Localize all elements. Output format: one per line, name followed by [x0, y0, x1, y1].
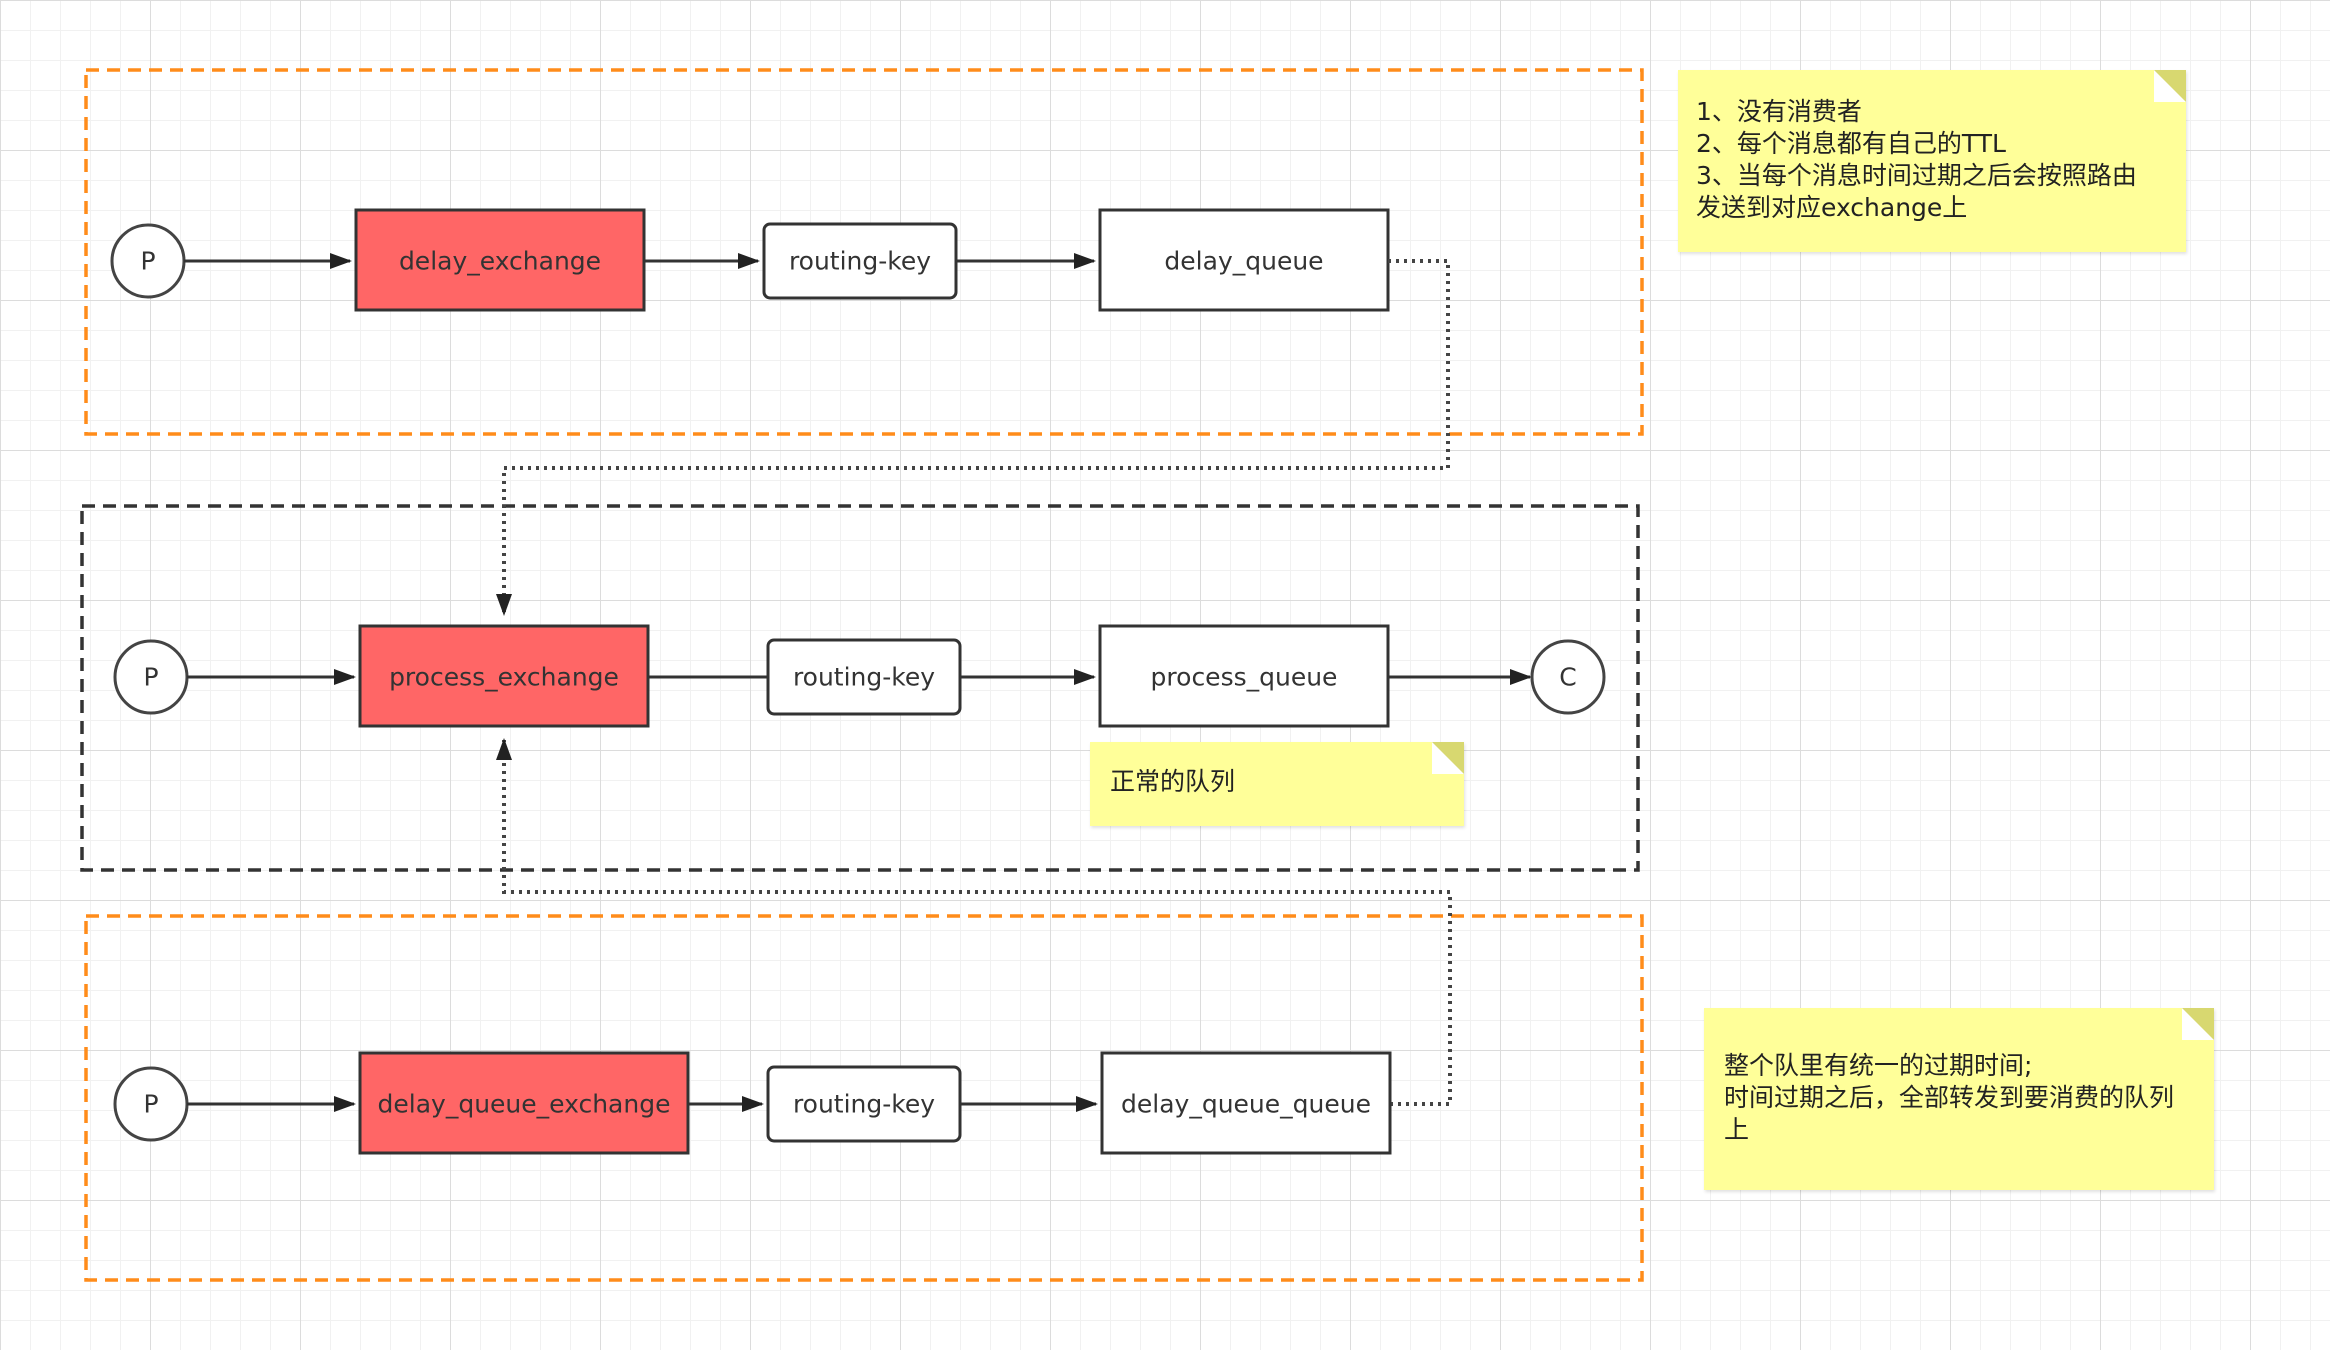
dead-letter-edge-top — [496, 259, 1450, 616]
note-middle: 正常的队列 — [1090, 742, 1464, 826]
producer-label-row1: P — [140, 247, 155, 276]
queue-label-delay: delay_queue — [1164, 247, 1323, 276]
note-fold-icon — [1432, 742, 1464, 774]
note-bottom-right: 整个队里有统一的过期时间; 时间过期之后，全部转发到要消费的队列 上 — [1704, 1008, 2214, 1190]
producer-label-row2: P — [143, 663, 158, 692]
note-top-right-text: 1、没有消费者 2、每个消息都有自己的TTL 3、当每个消息时间过期之后会按照路… — [1696, 97, 2137, 222]
routing-key-label-row2: routing-key — [793, 663, 935, 692]
routing-key-label-row3: routing-key — [793, 1090, 935, 1119]
exchange-label-delay-queue: delay_queue_exchange — [378, 1090, 671, 1119]
group-delay-per-message — [84, 68, 1644, 436]
exchange-label-process: process_exchange — [389, 663, 619, 692]
routing-key-label-row1: routing-key — [789, 247, 931, 276]
group-delay-queue — [84, 914, 1644, 1282]
dead-letter-edge-bottom — [496, 738, 1452, 1106]
exchange-label-delay: delay_exchange — [399, 247, 601, 276]
exchange-node-process[interactable] — [358, 624, 650, 728]
note-fold-icon — [2182, 1008, 2214, 1040]
group-process — [80, 504, 1640, 872]
consumer-node[interactable] — [1530, 639, 1606, 715]
note-top-right: 1、没有消费者 2、每个消息都有自己的TTL 3、当每个消息时间过期之后会按照路… — [1678, 70, 2186, 252]
note-bottom-right-text: 整个队里有统一的过期时间; 时间过期之后，全部转发到要消费的队列 上 — [1724, 1051, 2175, 1144]
exchange-node-delay[interactable] — [354, 208, 646, 312]
note-middle-text: 正常的队列 — [1110, 767, 1236, 796]
queue-label-delay-queue: delay_queue_queue — [1121, 1090, 1371, 1119]
consumer-label: C — [1559, 663, 1576, 692]
queue-node-process[interactable] — [1098, 624, 1390, 728]
queue-node-delay[interactable] — [1098, 208, 1390, 312]
queue-node-delay-queue[interactable] — [1100, 1051, 1392, 1155]
queue-label-process: process_queue — [1151, 663, 1338, 692]
exchange-node-delay-queue[interactable] — [358, 1051, 690, 1155]
producer-label-row3: P — [143, 1090, 158, 1119]
note-fold-icon — [2154, 70, 2186, 102]
